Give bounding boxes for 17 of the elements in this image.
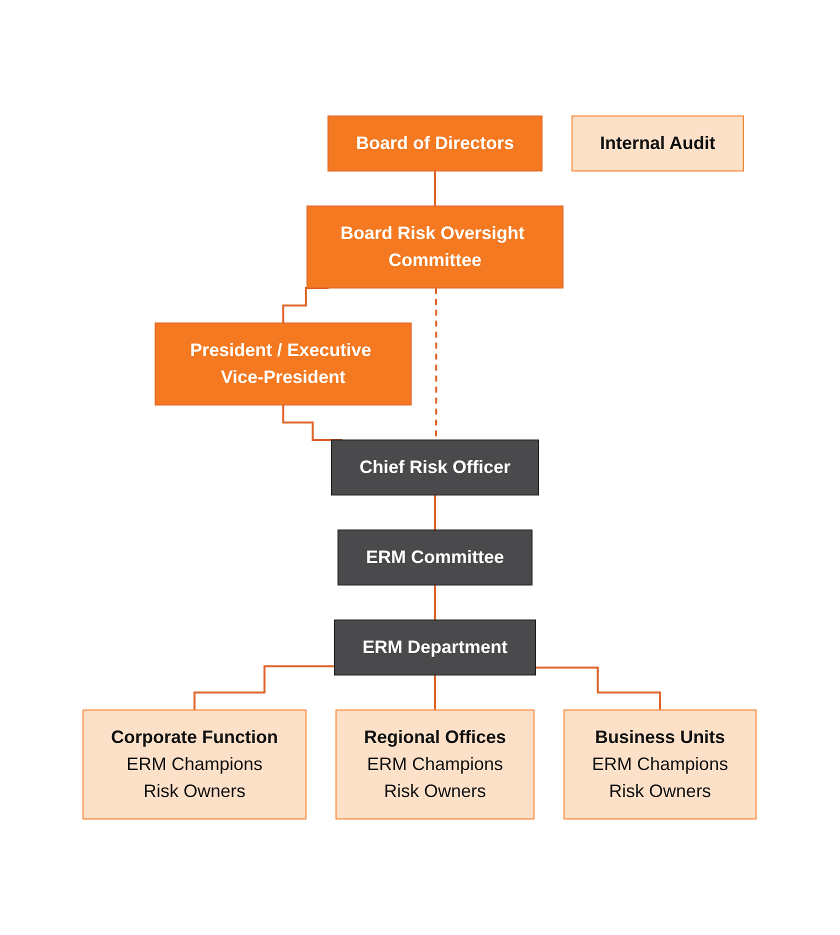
node-box: Board of Directors xyxy=(328,116,543,172)
connector xyxy=(536,666,662,711)
node-box: ERM Committee xyxy=(338,530,533,586)
node-box: Internal Audit xyxy=(572,116,744,172)
node-box: Board Risk Oversight Committee xyxy=(306,206,564,288)
node-box: Regional Offices ERM Champions Risk Owners xyxy=(336,710,535,820)
connector xyxy=(434,584,436,621)
connector xyxy=(434,494,436,531)
node-box: ERM Department xyxy=(334,620,536,676)
node-box: President / Executive Vice-President xyxy=(155,322,412,406)
connector xyxy=(434,170,436,207)
connector xyxy=(282,404,343,441)
connector xyxy=(434,674,436,711)
connector xyxy=(194,665,335,711)
node-box: Chief Risk Officer xyxy=(331,440,540,496)
node-box: Corporate Function ERM Champions Risk Owners xyxy=(82,710,307,820)
node-box: Business Units ERM Champions Risk Owners xyxy=(564,710,758,820)
